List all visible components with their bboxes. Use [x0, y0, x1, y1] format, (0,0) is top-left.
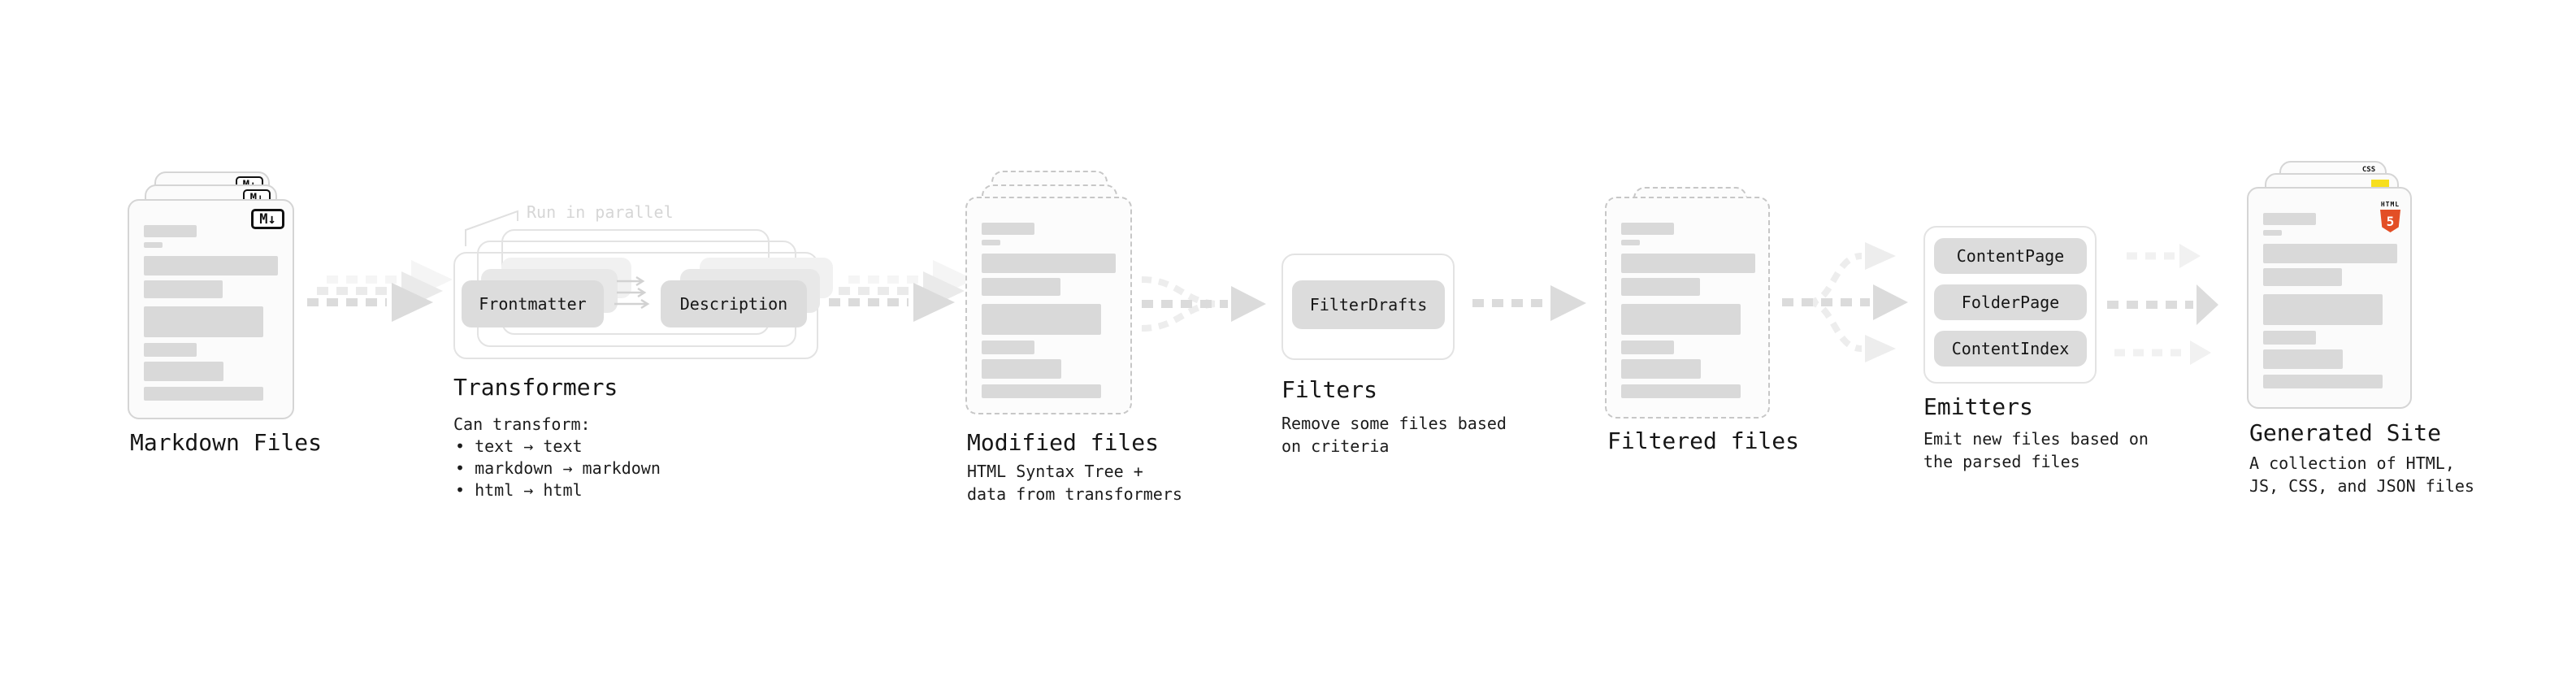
stage-title: Emitters: [1923, 393, 2033, 420]
skeleton-line: [982, 240, 1000, 245]
skeleton-line: [144, 242, 163, 248]
stage-label: Generated Site: [2249, 419, 2442, 446]
stage-title: Filters: [1281, 376, 1378, 403]
skeleton-line: [144, 225, 197, 237]
skeleton-line: [1621, 340, 1674, 354]
list-item: text → text: [455, 436, 661, 458]
skeleton-line: [982, 278, 1060, 296]
stage-label: Markdown Files: [130, 429, 323, 456]
skeleton-line: [982, 254, 1116, 273]
skeleton-line: [144, 306, 263, 337]
stage-description: HTML Syntax Tree + data from transformer…: [967, 462, 1182, 504]
node-contentindex: ContentIndex: [1934, 331, 2087, 367]
node-filterdrafts: FilterDrafts: [1292, 280, 1445, 329]
node-description: Description: [661, 280, 807, 327]
skeleton-line: [982, 340, 1034, 354]
node-contentpage: ContentPage: [1934, 238, 2087, 274]
arrow-markdown-to-transformers: [307, 260, 453, 322]
skeleton-line: [2263, 244, 2397, 263]
skeleton-line: [2263, 294, 2383, 325]
annotation-leader-line: [465, 210, 518, 246]
stage-title: Transformers: [453, 374, 618, 401]
skeleton-line: [1621, 223, 1674, 235]
skeleton-line: [1621, 278, 1700, 296]
arrow-emitters-to-site: [2107, 244, 2218, 365]
parallel-arrows-icon: [614, 275, 650, 310]
stage-description-heading: Can transform:: [453, 414, 591, 434]
skeleton-line: [1621, 359, 1701, 379]
stage-description: Emit new files based on the parsed files: [1923, 429, 2149, 471]
node-folderpage: FolderPage: [1934, 284, 2087, 320]
list-item: markdown → markdown: [455, 458, 661, 479]
html5-icon-word: HTML: [2380, 201, 2400, 208]
skeleton-line: [2263, 213, 2316, 225]
node-frontmatter: Frontmatter: [462, 280, 604, 327]
file-card-front: M↓: [128, 199, 294, 419]
skeleton-line: [982, 304, 1101, 335]
arrow-filtered-to-emitters: [1782, 242, 1908, 362]
skeleton-line: [1621, 304, 1741, 335]
skeleton-line: [982, 223, 1034, 235]
skeleton-line: [982, 359, 1061, 379]
arrow-modified-to-filters: [1141, 276, 1266, 332]
skeleton-line: [144, 256, 278, 275]
stage-label: Filtered files: [1607, 427, 1800, 454]
stage-label: Modified files: [967, 429, 1160, 456]
skeleton-line: [1621, 384, 1741, 398]
stage-description: Remove some files based on criteria: [1281, 414, 1507, 456]
file-card-front: [1605, 197, 1770, 419]
transform-capabilities-list: text → text markdown → markdown html → h…: [455, 436, 661, 501]
skeleton-line: [144, 280, 223, 298]
arrow-transformers-to-modified: [829, 260, 974, 322]
list-item: html → html: [455, 479, 661, 501]
skeleton-line: [1621, 254, 1755, 273]
html5-icon-shield: 5: [2380, 210, 2400, 232]
markdown-icon: M↓: [251, 209, 284, 229]
file-card-front: HTML 5: [2247, 187, 2412, 409]
skeleton-line: [2263, 230, 2282, 236]
html5-icon: HTML 5: [2380, 194, 2400, 232]
skeleton-line: [144, 343, 197, 357]
skeleton-line: [2263, 268, 2342, 286]
skeleton-line: [1621, 240, 1640, 245]
skeleton-line: [2263, 331, 2316, 345]
run-in-parallel-annotation: Run in parallel: [527, 202, 674, 222]
stage-description: A collection of HTML, JS, CSS, and JSON …: [2249, 453, 2474, 496]
skeleton-line: [2263, 349, 2343, 369]
skeleton-line: [2263, 375, 2383, 388]
skeleton-line: [144, 362, 223, 381]
skeleton-line: [982, 384, 1101, 398]
skeleton-line: [144, 387, 263, 401]
arrow-filters-to-filtered: [1472, 285, 1586, 321]
file-card-front: [965, 197, 1132, 414]
